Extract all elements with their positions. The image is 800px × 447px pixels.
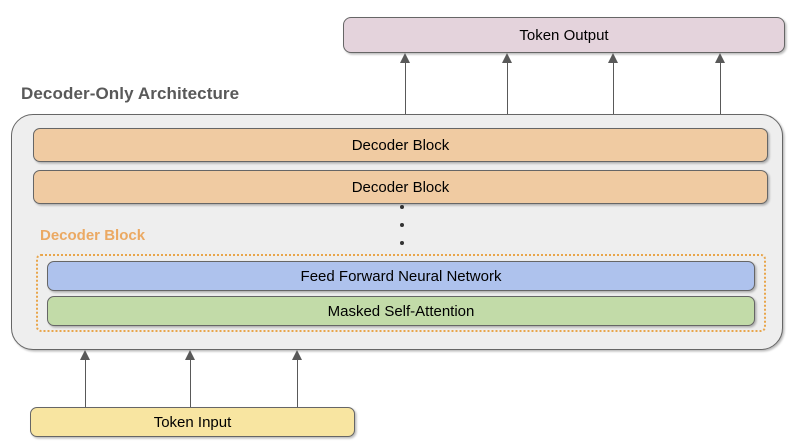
- feed-forward-neural-network-box: Feed Forward Neural Network: [47, 261, 755, 291]
- arrowhead-icon: [185, 350, 195, 360]
- arrow-shaft: [719, 61, 722, 115]
- page-title: Decoder-Only Architecture: [21, 84, 240, 103]
- ellipsis-dot: [400, 223, 404, 227]
- arrow-up-output-1: [400, 53, 411, 115]
- arrow-up-output-2: [502, 53, 513, 115]
- arrow-shaft: [404, 61, 407, 115]
- arrowhead-icon: [608, 53, 618, 63]
- vertical-ellipsis-icon: [396, 205, 408, 245]
- arrowhead-icon: [292, 350, 302, 360]
- arrow-up-input-1: [80, 350, 91, 408]
- token-input-label: Token Input: [153, 413, 232, 431]
- token-output-label: Token Output: [519, 26, 609, 44]
- arrowhead-icon: [715, 53, 725, 63]
- token-output-box: Token Output: [343, 17, 785, 53]
- token-input-box: Token Input: [30, 407, 355, 437]
- arrow-up-output-4: [715, 53, 726, 115]
- arrow-shaft: [189, 358, 192, 408]
- arrow-shaft: [296, 358, 299, 408]
- decoder-block-label: Decoder Block: [351, 178, 450, 196]
- arrow-shaft: [84, 358, 87, 408]
- feed-forward-label: Feed Forward Neural Network: [300, 267, 502, 285]
- decoder-block-label: Decoder Block: [351, 136, 450, 154]
- arrow-up-output-3: [608, 53, 619, 115]
- arrowhead-icon: [502, 53, 512, 63]
- arrow-shaft: [612, 61, 615, 115]
- arrowhead-icon: [400, 53, 410, 63]
- decoder-block-bar-1: Decoder Block: [33, 128, 768, 162]
- ellipsis-dot: [400, 205, 404, 209]
- arrowhead-icon: [80, 350, 90, 360]
- arrow-shaft: [506, 61, 509, 115]
- arrow-up-input-3: [292, 350, 303, 408]
- masked-self-attention-label: Masked Self-Attention: [327, 302, 475, 320]
- inner-decoder-block-label: Decoder Block: [40, 227, 146, 244]
- masked-self-attention-box: Masked Self-Attention: [47, 296, 755, 326]
- arrow-up-input-2: [185, 350, 196, 408]
- decoder-block-bar-2: Decoder Block: [33, 170, 768, 204]
- ellipsis-dot: [400, 241, 404, 245]
- inner-decoder-block-group: [36, 254, 766, 332]
